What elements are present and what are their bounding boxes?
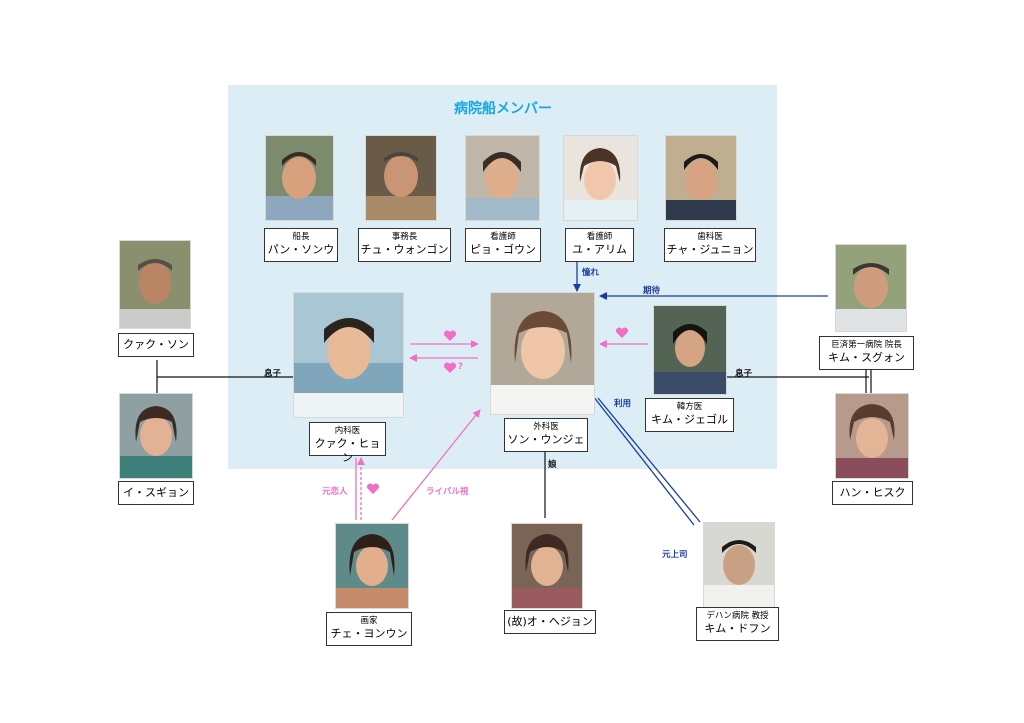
- office-manager-photo: [365, 135, 437, 221]
- rival-label: ライバル視: [426, 487, 469, 497]
- nurse-yu-name: ユ・アリム: [572, 243, 627, 256]
- nurse-yu-label: 看護師 ユ・アリム: [565, 228, 634, 262]
- son-label-right: 息子: [735, 369, 753, 379]
- office-manager-label: 事務長 チュ・ウォンゴン: [358, 228, 451, 262]
- expect-label: 期待: [643, 286, 661, 296]
- heart-icon-bottom: [443, 362, 457, 373]
- surgeon-mother-name: (故)オ・ヘジョン: [507, 615, 593, 628]
- internist-name: クァク・ヒョン: [314, 437, 381, 464]
- surgeon-mother-photo: [511, 523, 583, 609]
- mother-name: イ・スギョン: [123, 486, 189, 499]
- surgeon-photo: [490, 292, 595, 415]
- director-photo: [835, 244, 907, 332]
- heart-icon-top: [443, 330, 457, 341]
- painter-photo: [335, 523, 409, 609]
- admire-label: 憧れ: [582, 268, 600, 278]
- painter-label: 画家 チェ・ヨンウン: [326, 612, 412, 646]
- surgeon-label: 外科医 ソン・ウンジェ: [504, 418, 588, 452]
- nurse-yu-photo: [563, 135, 638, 221]
- professor-role: デハン病院 教授: [706, 611, 769, 621]
- father-photo: [119, 240, 191, 329]
- director-label: 巨済第一病院 院長 キム・スグォン: [819, 336, 914, 370]
- director-role: 巨済第一病院 院長: [831, 340, 902, 350]
- professor-label: デハン病院 教授 キム・ドフン: [696, 607, 779, 641]
- internist-role: 内科医: [334, 426, 361, 436]
- professor-photo: [703, 522, 775, 608]
- captain-role: 船長: [292, 232, 310, 242]
- nurse-pyo-role: 看護師: [490, 232, 516, 242]
- heart-icon-oriental: [615, 327, 629, 338]
- daughter-label: 娘: [548, 460, 557, 470]
- question-label: ?: [458, 362, 463, 372]
- ex-lover-label: 元恋人: [322, 487, 348, 497]
- painter-role: 画家: [360, 616, 378, 626]
- director-wife-name: ハン・ヒスク: [839, 486, 906, 499]
- nurse-pyo-photo: [465, 135, 540, 221]
- group-title: 病院船メンバー: [454, 101, 552, 117]
- mother-label: イ・スギョン: [118, 481, 194, 505]
- dentist-name: チャ・ジュニョン: [666, 243, 754, 256]
- son-label-left: 息子: [264, 369, 282, 379]
- internist-photo: [293, 292, 404, 418]
- nurse-pyo-name: ピョ・ゴウン: [470, 243, 536, 256]
- oriental-doctor-label: 韓方医 キム・ジェゴル: [645, 398, 734, 432]
- captain-name: パン・ソンウ: [267, 243, 335, 256]
- captain-photo: [265, 135, 334, 221]
- father-label: クァク・ソン: [118, 333, 194, 357]
- director-name: キム・スグォン: [828, 351, 905, 364]
- director-wife-label: ハン・ヒスク: [832, 481, 913, 505]
- use-label: 利用: [614, 399, 632, 409]
- ex-boss-label: 元上司: [662, 550, 688, 560]
- heart-icon-ex-lover: [366, 483, 380, 494]
- nurse-yu-role: 看護師: [586, 232, 613, 242]
- painter-name: チェ・ヨンウン: [330, 627, 408, 640]
- director-wife-photo: [835, 393, 909, 479]
- captain-label: 船長 パン・ソンウ: [264, 228, 338, 262]
- dentist-role: 歯科医: [697, 232, 723, 242]
- father-name: クァク・ソン: [123, 338, 189, 351]
- internist-label: 内科医 クァク・ヒョン: [309, 422, 386, 464]
- dentist-photo: [665, 135, 737, 221]
- mother-photo: [119, 393, 193, 479]
- office-manager-name: チュ・ウォンゴン: [360, 243, 449, 256]
- oriental-doctor-role: 韓方医: [676, 402, 703, 412]
- oriental-doctor-photo: [653, 305, 727, 395]
- surgeon-role: 外科医: [533, 422, 559, 432]
- surgeon-name: ソン・ウンジェ: [507, 433, 585, 446]
- nurse-pyo-label: 看護師 ピョ・ゴウン: [465, 228, 541, 262]
- surgeon-mother-label: (故)オ・ヘジョン: [504, 610, 596, 634]
- oriental-doctor-name: キム・ジェゴル: [651, 413, 728, 426]
- professor-name: キム・ドフン: [704, 622, 771, 635]
- office-manager-role: 事務長: [391, 232, 418, 242]
- dentist-label: 歯科医 チャ・ジュニョン: [664, 228, 756, 262]
